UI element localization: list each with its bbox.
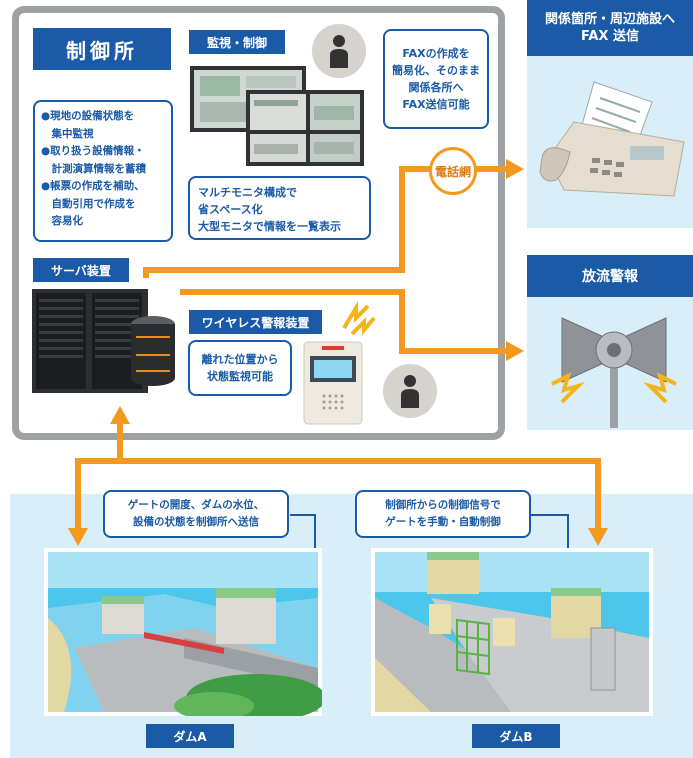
monitor-note: マルチモニタ構成で 省スペース化 大型モニタで情報を一覧表示 [188,176,371,240]
dam-a-callout: ゲートの開度、ダムの水位、 設備の状態を制御所へ送信 [103,490,289,538]
wireless-alarm-label: ワイヤレス警報装置 [189,310,322,334]
monitor-screens [190,66,364,166]
dam-a-label: ダムA [146,724,234,748]
wireless-alarm-device-icon [303,341,363,425]
monitoring-label: 監視・制御 [189,30,285,54]
features-note: ●現地の設備状態を 集中監視 ●取り扱う設備情報・ 計測演算情報を蓄積 ●帳票の… [33,100,173,242]
database-icon [131,316,175,386]
dam-b-illustration [371,548,653,716]
lightning-icon [342,300,376,336]
fax-target-title: 関係箇所・周辺施設へ FAX 送信 [527,0,693,56]
person-icon [383,364,437,418]
server-label: サーバ装置 [33,258,129,282]
dam-b-callout: 制御所からの制御信号で ゲートを手動・自動制御 [355,490,531,538]
fax-machine-icon [539,81,685,197]
alarm-title: 放流警報 [527,255,693,297]
control-center-title: 制御所 [33,28,171,70]
fax-note: FAXの作成を 簡易化、そのまま 関係各所へ FAX送信可能 [383,29,489,129]
dam-b-label: ダムB [472,724,560,748]
siren-speaker-icon [551,317,677,428]
phone-network-badge: 電話網 [429,147,477,195]
person-icon [312,24,366,78]
wireless-note: 離れた位置から 状態監視可能 [188,340,292,396]
dam-a-illustration [44,548,322,716]
